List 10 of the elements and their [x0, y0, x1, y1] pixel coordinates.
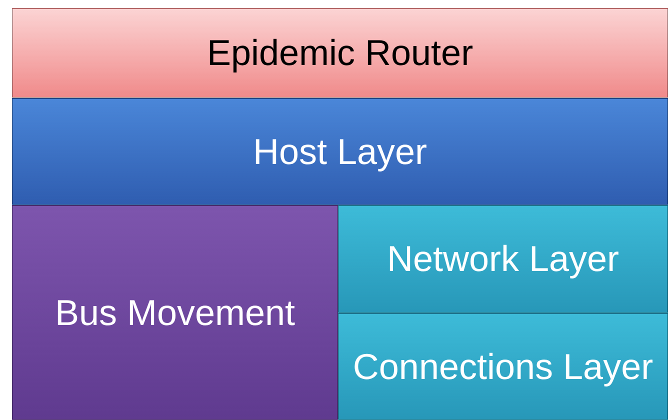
connections-layer-block: [338, 313, 668, 420]
layer-label: Bus Movement: [54, 292, 296, 334]
movement-layer-block: [12, 205, 338, 420]
router-layer-band: [12, 8, 668, 98]
host-layer-band: [12, 98, 668, 205]
network-layer-block: [338, 205, 668, 313]
layer-label: Host Layer: [252, 130, 428, 172]
layer-label: Connections Layer: [352, 346, 654, 388]
layer-label: Epidemic Router: [206, 32, 474, 74]
layer-label: Network Layer: [386, 238, 620, 280]
